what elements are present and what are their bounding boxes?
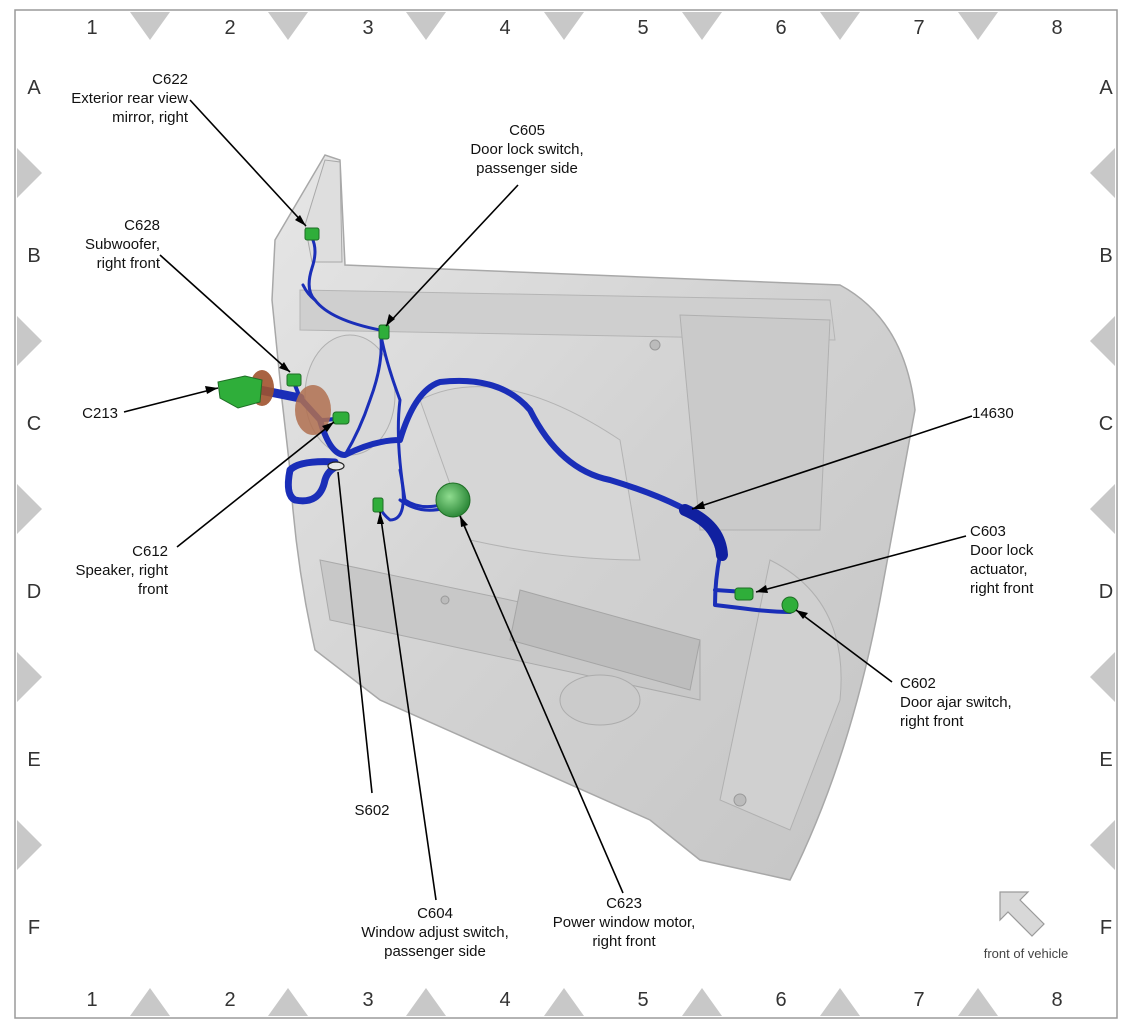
connector-c602 xyxy=(781,596,799,614)
grid-row-a-right: A xyxy=(1099,77,1113,99)
grid-col-5: 5 xyxy=(637,17,648,39)
connector-c213 xyxy=(217,375,263,409)
callout-c603: C603 Door lock actuator, right front xyxy=(970,523,1034,597)
callout-c623: C623 Power window motor, right front xyxy=(553,895,696,950)
splice-s602 xyxy=(327,461,345,471)
grid-col-5-bottom: 5 xyxy=(637,989,648,1011)
svg-text:Door lock: Door lock xyxy=(970,542,1034,559)
grid-col-4-bottom: 4 xyxy=(499,989,510,1011)
connector-c604 xyxy=(372,497,384,513)
grid-columns-bottom: 1 2 3 4 5 6 7 8 xyxy=(86,989,1062,1011)
grid-col-7-bottom: 7 xyxy=(913,989,924,1011)
door-panel xyxy=(271,154,916,881)
grid-row-e-right: E xyxy=(1099,749,1112,771)
callout-c612: C612 Speaker, right front xyxy=(75,543,168,598)
grid-row-a: A xyxy=(27,77,41,99)
grid-col-8: 8 xyxy=(1051,17,1062,39)
grid-col-1: 1 xyxy=(86,17,97,39)
svg-text:Window adjust switch,: Window adjust switch, xyxy=(361,924,509,941)
grid-row-c: C xyxy=(27,413,41,435)
connector-c612 xyxy=(332,411,350,425)
callout-c605: C605 Door lock switch, passenger side xyxy=(470,122,583,177)
callout-c604: C604 Window adjust switch, passenger sid… xyxy=(361,905,509,960)
svg-text:C612: C612 xyxy=(132,543,168,560)
grid-col-1-bottom: 1 xyxy=(86,989,97,1011)
border-markers-left xyxy=(17,148,42,870)
svg-text:right front: right front xyxy=(592,933,656,950)
subwoofer-shape xyxy=(295,385,331,435)
grid-rows-left: A B C D E F xyxy=(27,77,42,939)
border-markers-top xyxy=(130,12,998,40)
svg-text:C213: C213 xyxy=(82,405,118,422)
grid-col-6: 6 xyxy=(775,17,786,39)
grid-col-7: 7 xyxy=(913,17,924,39)
grid-col-2: 2 xyxy=(224,17,235,39)
svg-text:right front: right front xyxy=(970,580,1034,597)
svg-text:S602: S602 xyxy=(354,802,389,819)
grid-col-3-bottom: 3 xyxy=(362,989,373,1011)
grid-row-d-right: D xyxy=(1099,581,1113,603)
connector-c628 xyxy=(286,373,302,387)
orientation-label: front of vehicle xyxy=(984,946,1069,961)
grid-row-c-right: C xyxy=(1099,413,1113,435)
svg-text:C605: C605 xyxy=(509,122,545,139)
svg-text:Subwoofer,: Subwoofer, xyxy=(85,236,160,253)
svg-text:Exterior rear view: Exterior rear view xyxy=(71,90,188,107)
svg-text:C628: C628 xyxy=(124,217,160,234)
grid-col-4: 4 xyxy=(499,17,510,39)
border-markers-bottom xyxy=(130,988,998,1016)
svg-text:Power window motor,: Power window motor, xyxy=(553,914,696,931)
svg-text:front: front xyxy=(138,581,169,598)
connector-c623-motor xyxy=(435,482,471,518)
callout-c213: C213 xyxy=(82,405,118,422)
connector-c622 xyxy=(304,227,320,241)
connectors xyxy=(217,227,799,614)
grid-row-e: E xyxy=(27,749,40,771)
svg-text:Door lock switch,: Door lock switch, xyxy=(470,141,583,158)
svg-text:C602: C602 xyxy=(900,675,936,692)
svg-text:right front: right front xyxy=(97,255,161,272)
svg-text:C623: C623 xyxy=(606,895,642,912)
svg-text:actuator,: actuator, xyxy=(970,561,1028,578)
svg-text:passenger side: passenger side xyxy=(476,160,578,177)
grid-row-f: F xyxy=(28,917,40,939)
svg-text:passenger side: passenger side xyxy=(384,943,486,960)
arrow-up-left-icon xyxy=(999,891,1045,937)
svg-text:right front: right front xyxy=(900,713,964,730)
grid-rows-right: A B C D E F xyxy=(1099,77,1114,939)
svg-text:Door ajar switch,: Door ajar switch, xyxy=(900,694,1012,711)
svg-text:C604: C604 xyxy=(417,905,453,922)
svg-text:C603: C603 xyxy=(970,523,1006,540)
grid-columns-top: 1 2 3 4 5 6 7 8 xyxy=(86,17,1062,39)
harness-conduit xyxy=(679,504,728,561)
leader-lines xyxy=(123,99,973,901)
connector-c603 xyxy=(734,587,754,601)
grid-col-6-bottom: 6 xyxy=(775,989,786,1011)
svg-text:mirror, right: mirror, right xyxy=(112,109,189,126)
callout-s602: S602 xyxy=(354,802,389,819)
grid-row-b: B xyxy=(27,245,40,267)
callout-c622: C622 Exterior rear view mirror, right xyxy=(71,71,189,126)
grid-row-f-right: F xyxy=(1100,917,1112,939)
grid-col-3: 3 xyxy=(362,17,373,39)
orientation-indicator: front of vehicle xyxy=(984,891,1069,961)
svg-text:C622: C622 xyxy=(152,71,188,88)
callout-14630: 14630 xyxy=(972,405,1014,422)
svg-text:14630: 14630 xyxy=(972,405,1014,422)
svg-text:Speaker, right: Speaker, right xyxy=(75,562,168,579)
grid-col-2-bottom: 2 xyxy=(224,989,235,1011)
callout-c602: C602 Door ajar switch, right front xyxy=(900,675,1012,730)
connector-c605 xyxy=(378,324,390,340)
grid-row-b-right: B xyxy=(1099,245,1112,267)
border-markers-right xyxy=(1090,148,1115,870)
callout-c628: C628 Subwoofer, right front xyxy=(85,217,161,272)
grid-col-8-bottom: 8 xyxy=(1051,989,1062,1011)
grid-row-d: D xyxy=(27,581,41,603)
